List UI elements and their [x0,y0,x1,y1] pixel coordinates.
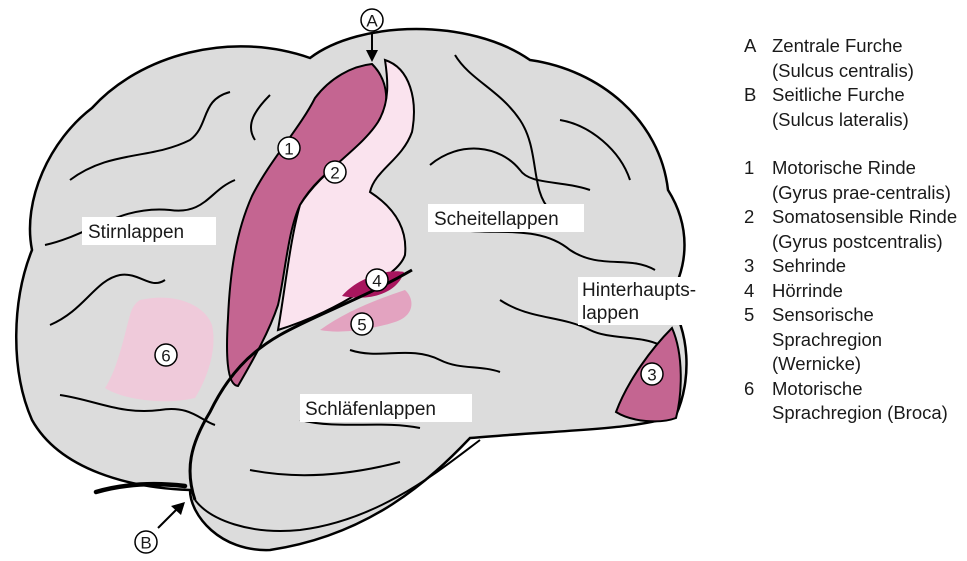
legend-spacer [744,132,966,156]
region-5-number: 5 [357,316,366,335]
temporal-lobe-label: Schläfenlappen [305,399,436,420]
legend-item-a: A Zentrale Furche (Sulcus centralis) [744,34,966,83]
legend: A Zentrale Furche (Sulcus centralis) B S… [744,34,966,426]
legend-key-b: B [744,83,772,132]
marker-b-arrow [158,510,176,528]
region-6-number: 6 [161,347,170,366]
legend-item-5: 5 Sensorische Sprachregion (Wernicke) [744,303,966,377]
legend-text-4: Hörrinde [772,279,966,304]
legend-text-3: Sehrinde [772,254,966,279]
marker-b-label: B [140,534,151,553]
legend-key-1: 1 [744,156,772,205]
legend-item-6: 6 Motorische Sprachregion (Broca) [744,377,966,426]
region-4-number: 4 [372,272,381,291]
legend-text-6: Motorische Sprachregion (Broca) [772,377,966,426]
legend-item-b: B Seitliche Furche (Sulcus lateralis) [744,83,966,132]
legend-text-2: Somatosensible Rinde (Gyrus postcentrali… [772,205,966,254]
legend-key-4: 4 [744,279,772,304]
legend-item-4: 4 Hörrinde [744,279,966,304]
legend-text-1: Motorische Rinde (Gyrus prae-centralis) [772,156,966,205]
parietal-lobe-label: Scheitellappen [434,209,559,230]
legend-key-5: 5 [744,303,772,377]
legend-item-1: 1 Motorische Rinde (Gyrus prae-centralis… [744,156,966,205]
frontal-lobe-label: Stirnlappen [88,222,184,243]
legend-text-a: Zentrale Furche (Sulcus centralis) [772,34,966,83]
legend-key-a: A [744,34,772,83]
marker-a-label: A [366,12,378,31]
legend-key-2: 2 [744,205,772,254]
region-3-number: 3 [647,366,656,385]
occipital-lobe-label-2: lappen [582,303,639,324]
legend-item-2: 2 Somatosensible Rinde (Gyrus postcentra… [744,205,966,254]
region-1-number: 1 [284,140,293,159]
occipital-lobe-label-1: Hinterhaupts- [582,280,696,301]
legend-item-3: 3 Sehrinde [744,254,966,279]
legend-key-3: 3 [744,254,772,279]
legend-key-6: 6 [744,377,772,426]
region-2-number: 2 [330,164,339,183]
legend-text-b: Seitliche Furche (Sulcus lateralis) [772,83,966,132]
brain-diagram: A B 1 2 3 4 5 6 Stirnlappen Scheitellapp… [0,0,740,561]
legend-text-5: Sensorische Sprachregion (Wernicke) [772,303,966,377]
